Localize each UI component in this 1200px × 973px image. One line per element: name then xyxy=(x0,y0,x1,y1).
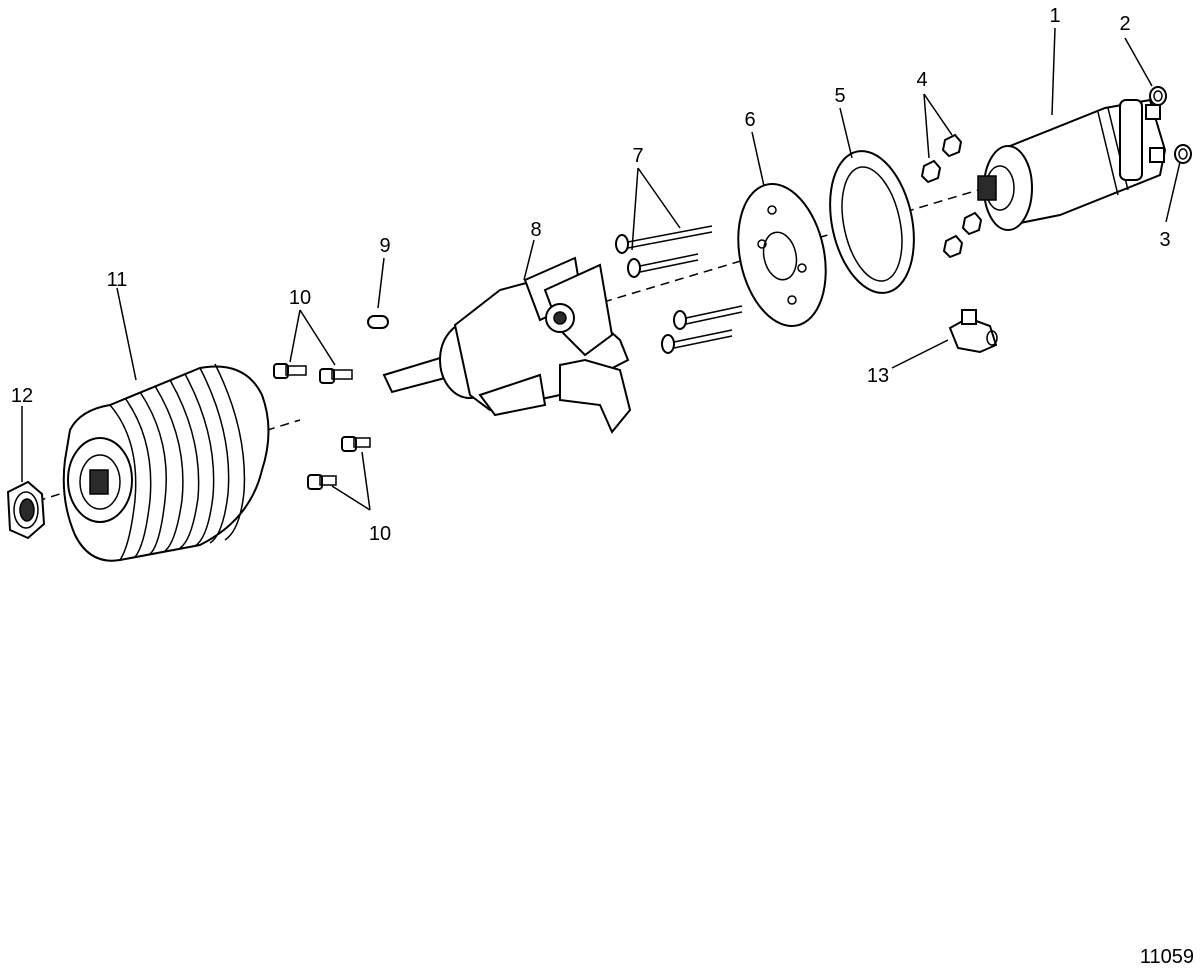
callout-2: 2 xyxy=(1119,13,1130,35)
o-ring-part-3 xyxy=(1174,144,1192,164)
callout-12: 12 xyxy=(11,385,33,407)
callout-9: 9 xyxy=(379,235,390,257)
screws-part-10-lower xyxy=(307,436,371,490)
key-part-9 xyxy=(367,315,389,329)
bolts-part-7-upper xyxy=(615,225,713,278)
callout-10-upper: 10 xyxy=(289,287,311,309)
figure-number: 11059 xyxy=(1139,946,1194,968)
adapter-plate-part-6 xyxy=(737,183,827,327)
pump-motor-part-1 xyxy=(977,98,1167,231)
o-ring-part-2 xyxy=(1149,86,1167,106)
callout-10-lower: 10 xyxy=(369,523,391,545)
callout-3: 3 xyxy=(1159,229,1170,251)
callout-4: 4 xyxy=(916,69,927,91)
callout-7: 7 xyxy=(632,145,643,167)
callout-1: 1 xyxy=(1049,5,1060,27)
nut-part-12 xyxy=(6,480,46,540)
screws-part-10-upper xyxy=(273,363,353,384)
actuator-body-part-8 xyxy=(382,256,632,434)
callout-8: 8 xyxy=(530,219,541,241)
bolts-part-7-lower xyxy=(661,305,743,354)
tee-fitting-part-13 xyxy=(948,309,998,354)
gasket-part-5 xyxy=(829,150,915,294)
callout-5: 5 xyxy=(834,85,845,107)
callout-6: 6 xyxy=(744,109,755,131)
nuts-part-4 xyxy=(920,133,983,259)
leader-lines xyxy=(21,27,1181,511)
callout-11: 11 xyxy=(107,269,128,291)
callout-13: 13 xyxy=(867,365,889,387)
bellows-boot-part-11 xyxy=(62,363,270,562)
